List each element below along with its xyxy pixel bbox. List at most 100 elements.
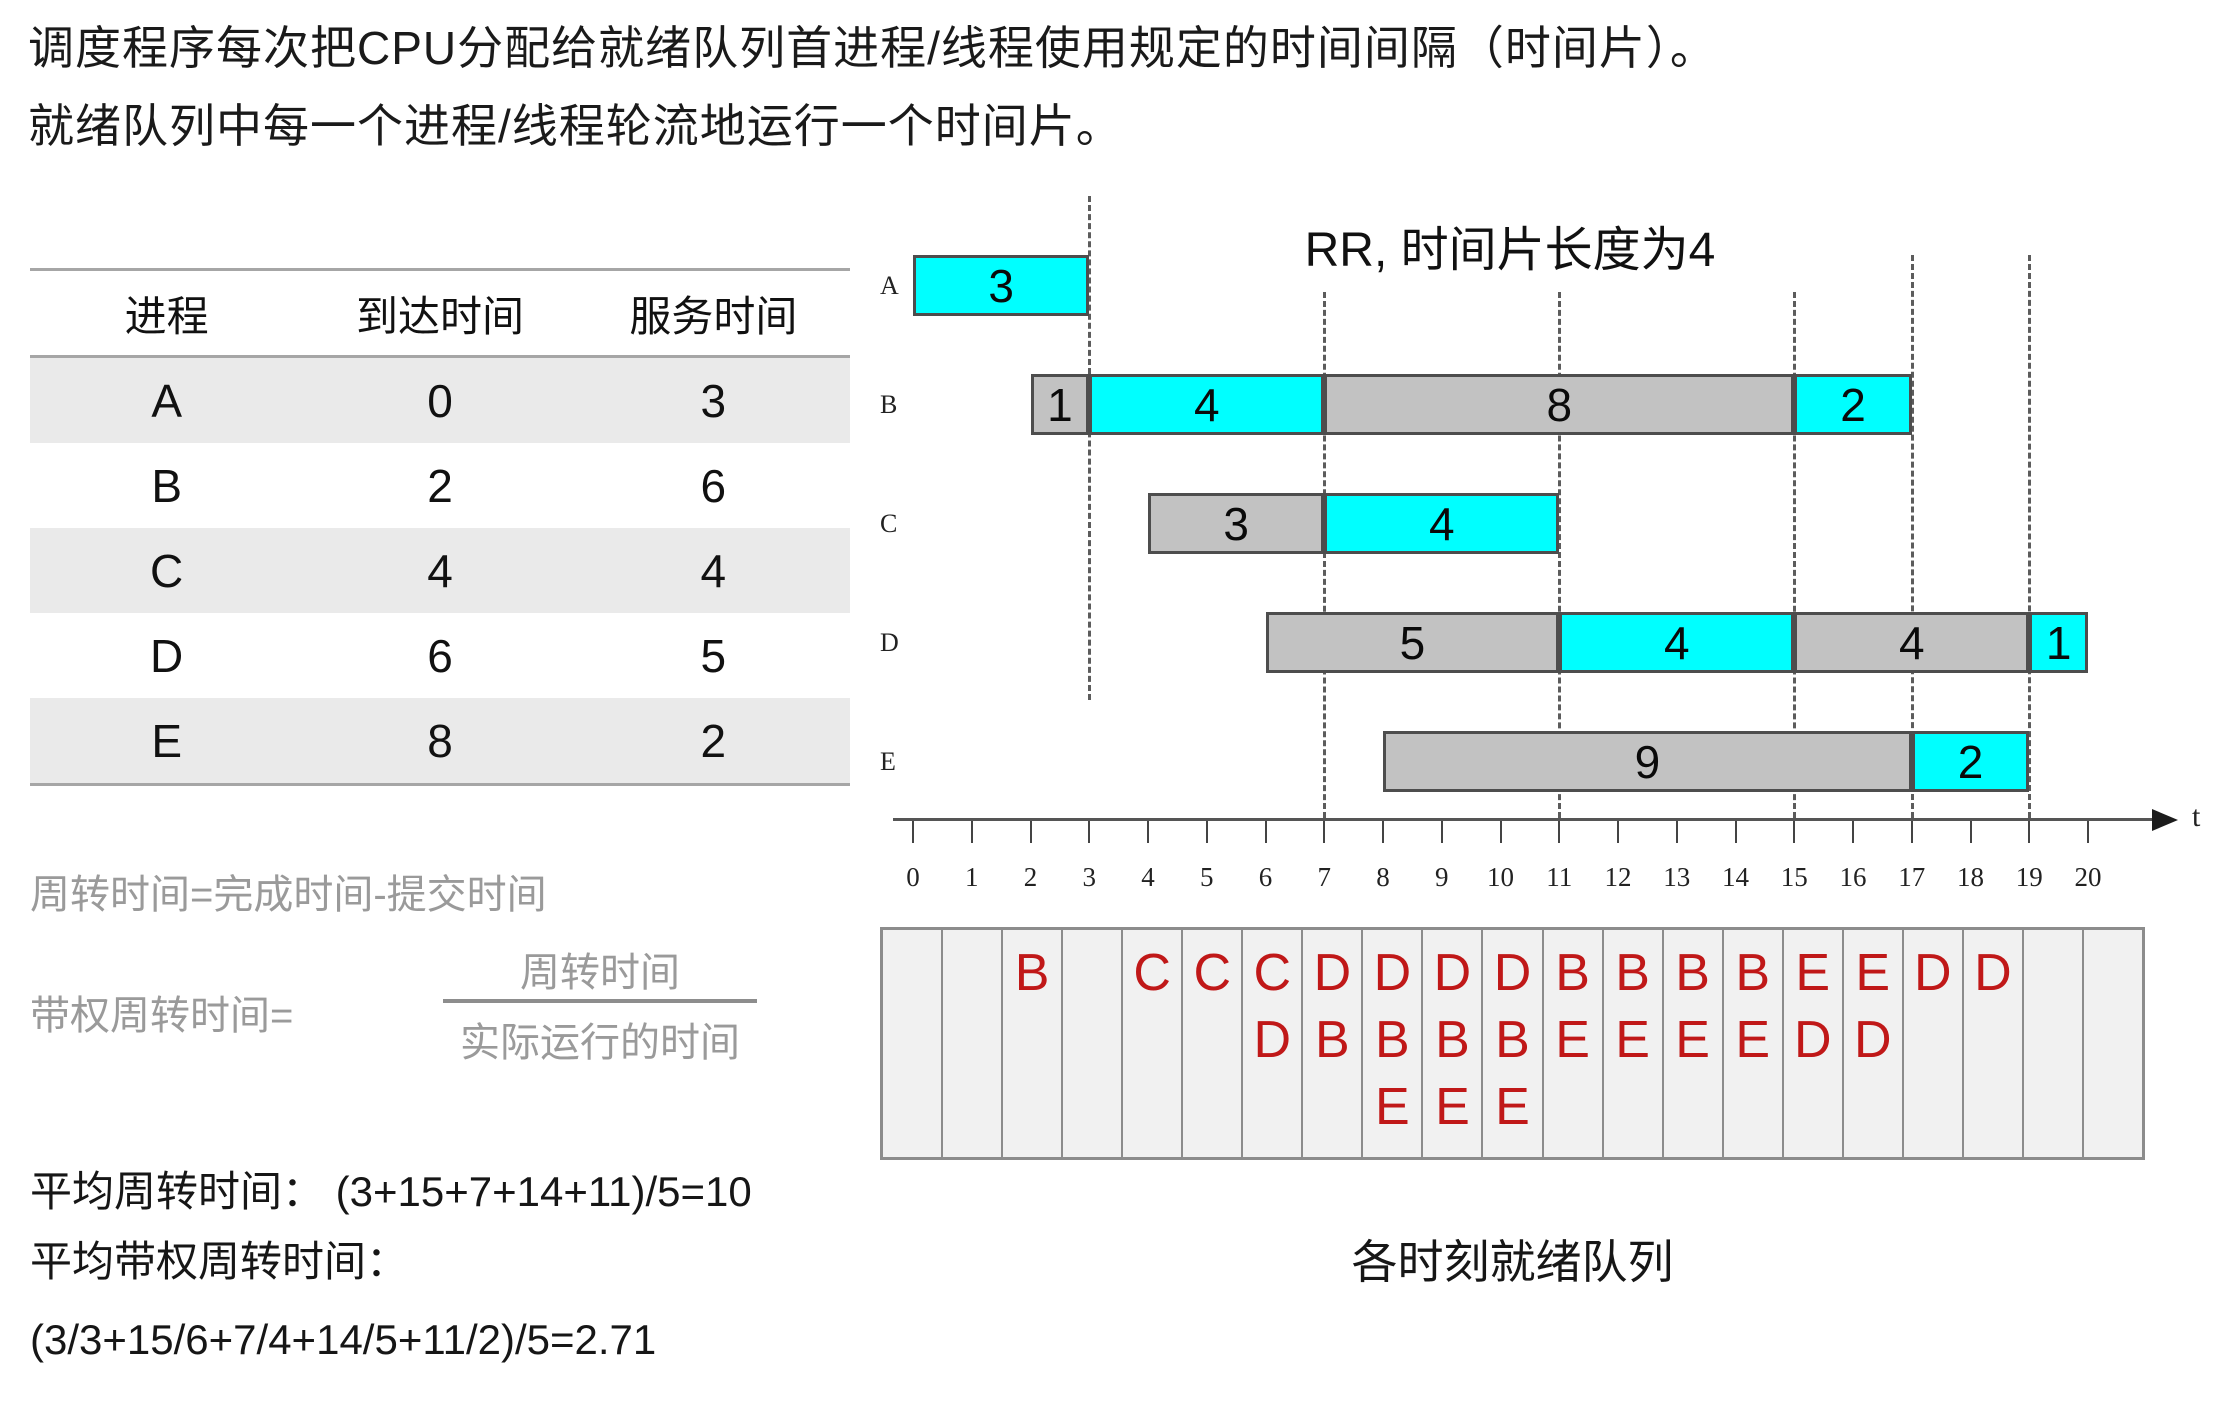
weighted-fraction-denominator: 实际运行的时间 (460, 1021, 740, 1065)
segment-duration: 4 (1428, 497, 1455, 550)
axis-tick-label-5: 5 (1200, 862, 1214, 892)
queue-process-letter: E (1855, 944, 1891, 1002)
queue-column-t3 (1063, 930, 1124, 1157)
segment-duration: 4 (1193, 378, 1220, 431)
queue-process-letter: D (1974, 944, 2012, 1002)
queue-process-letter: D (1373, 944, 1412, 1002)
queue-column-t2: B (1003, 930, 1064, 1157)
segment-duration: 3 (1223, 497, 1249, 550)
intro-line-1: 调度程序每次把CPU分配给就绪队列首进程/线程使用规定的时间间隔（时间片）。 (28, 22, 1717, 74)
queue-process-letter: E (1795, 944, 1831, 1002)
queue-process-letter: D (1433, 944, 1472, 1002)
axis-tick-label-2: 2 (1023, 862, 1038, 892)
segment-duration: 5 (1399, 616, 1426, 669)
axis-tick-label-12: 12 (1604, 862, 1632, 892)
time-axis-line (893, 818, 2155, 821)
gantt-segment-B-wait: 1 (1030, 374, 1090, 435)
avg-weighted-value: (3/3+15/6+7/4+14/5+11/2)/5=2.71 (30, 1316, 657, 1363)
segment-duration: 1 (2045, 616, 2072, 669)
gantt-segment-B-run: 4 (1089, 374, 1325, 435)
axis-tick-16 (1852, 821, 1854, 843)
axis-tick-label-13: 13 (1663, 862, 1691, 892)
segment-duration: 1 (1047, 378, 1073, 431)
axis-tick-7 (1323, 821, 1326, 843)
axis-tick-label-15: 15 (1780, 862, 1808, 892)
gantt-row-label-E: E (880, 747, 896, 776)
gantt-row-label-D: D (880, 628, 899, 657)
axis-tick-4 (1147, 821, 1149, 843)
axis-tick-label-20: 20 (2074, 862, 2102, 892)
axis-tick-label-3: 3 (1082, 862, 1097, 892)
segment-duration: 2 (1957, 735, 1984, 788)
queue-process-letter: E (1555, 1011, 1590, 1069)
table-cell: 6 (427, 629, 453, 682)
table-cell: 5 (700, 629, 727, 682)
axis-tick-18 (1969, 821, 1972, 843)
table-row: D 6 5 (30, 613, 850, 698)
queue-process-letter: D (1253, 1011, 1292, 1069)
axis-arrow-icon (2152, 809, 2178, 831)
turnaround-formula: 周转时间=完成时间-提交时间 (30, 873, 547, 917)
axis-tick-label-17: 17 (1898, 862, 1926, 892)
table-cell: 3 (700, 374, 727, 427)
queue-process-letter: E (1735, 1011, 1771, 1069)
avg-weighted-label: 平均带权周转时间： (30, 1238, 409, 1285)
gantt-row-label-C: C (880, 509, 898, 538)
fraction-bar (443, 999, 757, 1003)
queue-process-letter: E (1375, 1078, 1410, 1136)
queue-process-letter: D (1493, 944, 1532, 1002)
header-process: 进程 (124, 292, 209, 340)
queue-column-t1 (943, 930, 1004, 1157)
decision-line-t3 (1088, 196, 1092, 700)
table-cell: 4 (427, 544, 453, 597)
table-cell: B (151, 459, 182, 512)
queue-process-letter: B (1735, 944, 1771, 1002)
avg-turnaround-line: 平均周转时间： (3+15+7+14+11)/5=10 (30, 1168, 752, 1215)
axis-tick-12 (1617, 821, 1619, 843)
segment-duration: 2 (1840, 378, 1866, 431)
axis-tick-11 (1558, 821, 1561, 843)
weighted-fraction-numerator: 周转时间 (520, 951, 680, 995)
axis-tick-label-18: 18 (1957, 862, 1984, 892)
gantt-segment-D-wait: 5 (1265, 612, 1560, 673)
gantt-segment-D-wait: 4 (1794, 612, 2030, 673)
queue-process-letter: C (1253, 944, 1292, 1002)
queue-process-letter: E (1675, 1011, 1710, 1069)
table-cell: D (150, 629, 184, 682)
table-cell: 0 (427, 374, 453, 427)
queue-column-t4: C (1123, 930, 1184, 1157)
ready-queue-caption: 各时刻就绪队列 (1351, 1236, 1674, 1288)
queue-process-letter: E (1435, 1078, 1470, 1136)
decision-line-t19 (2028, 255, 2032, 818)
gantt-segment-D-run: 1 (2029, 612, 2088, 673)
queue-process-letter: B (1435, 1011, 1470, 1069)
segment-duration: 8 (1546, 378, 1573, 431)
axis-tick-8 (1382, 821, 1384, 843)
queue-column-t19 (2024, 930, 2084, 1157)
queue-process-letter: D (1313, 944, 1352, 1002)
axis-tick-13 (1675, 821, 1678, 843)
axis-tick-0 (912, 821, 914, 843)
gantt-row-label-B: B (880, 390, 898, 419)
axis-tick-label-4: 4 (1141, 862, 1155, 892)
queue-process-letter: B (1555, 944, 1590, 1002)
table-cell: 6 (700, 459, 727, 512)
queue-column-t18: D (1964, 930, 2024, 1157)
queue-process-letter: D (1914, 944, 1952, 1002)
axis-tick-label-1: 1 (965, 862, 979, 892)
weighted-turnaround-label: 带权周转时间= (30, 994, 294, 1038)
gantt-segment-C-run: 4 (1324, 493, 1560, 554)
axis-tick-label-7: 7 (1317, 862, 1332, 892)
